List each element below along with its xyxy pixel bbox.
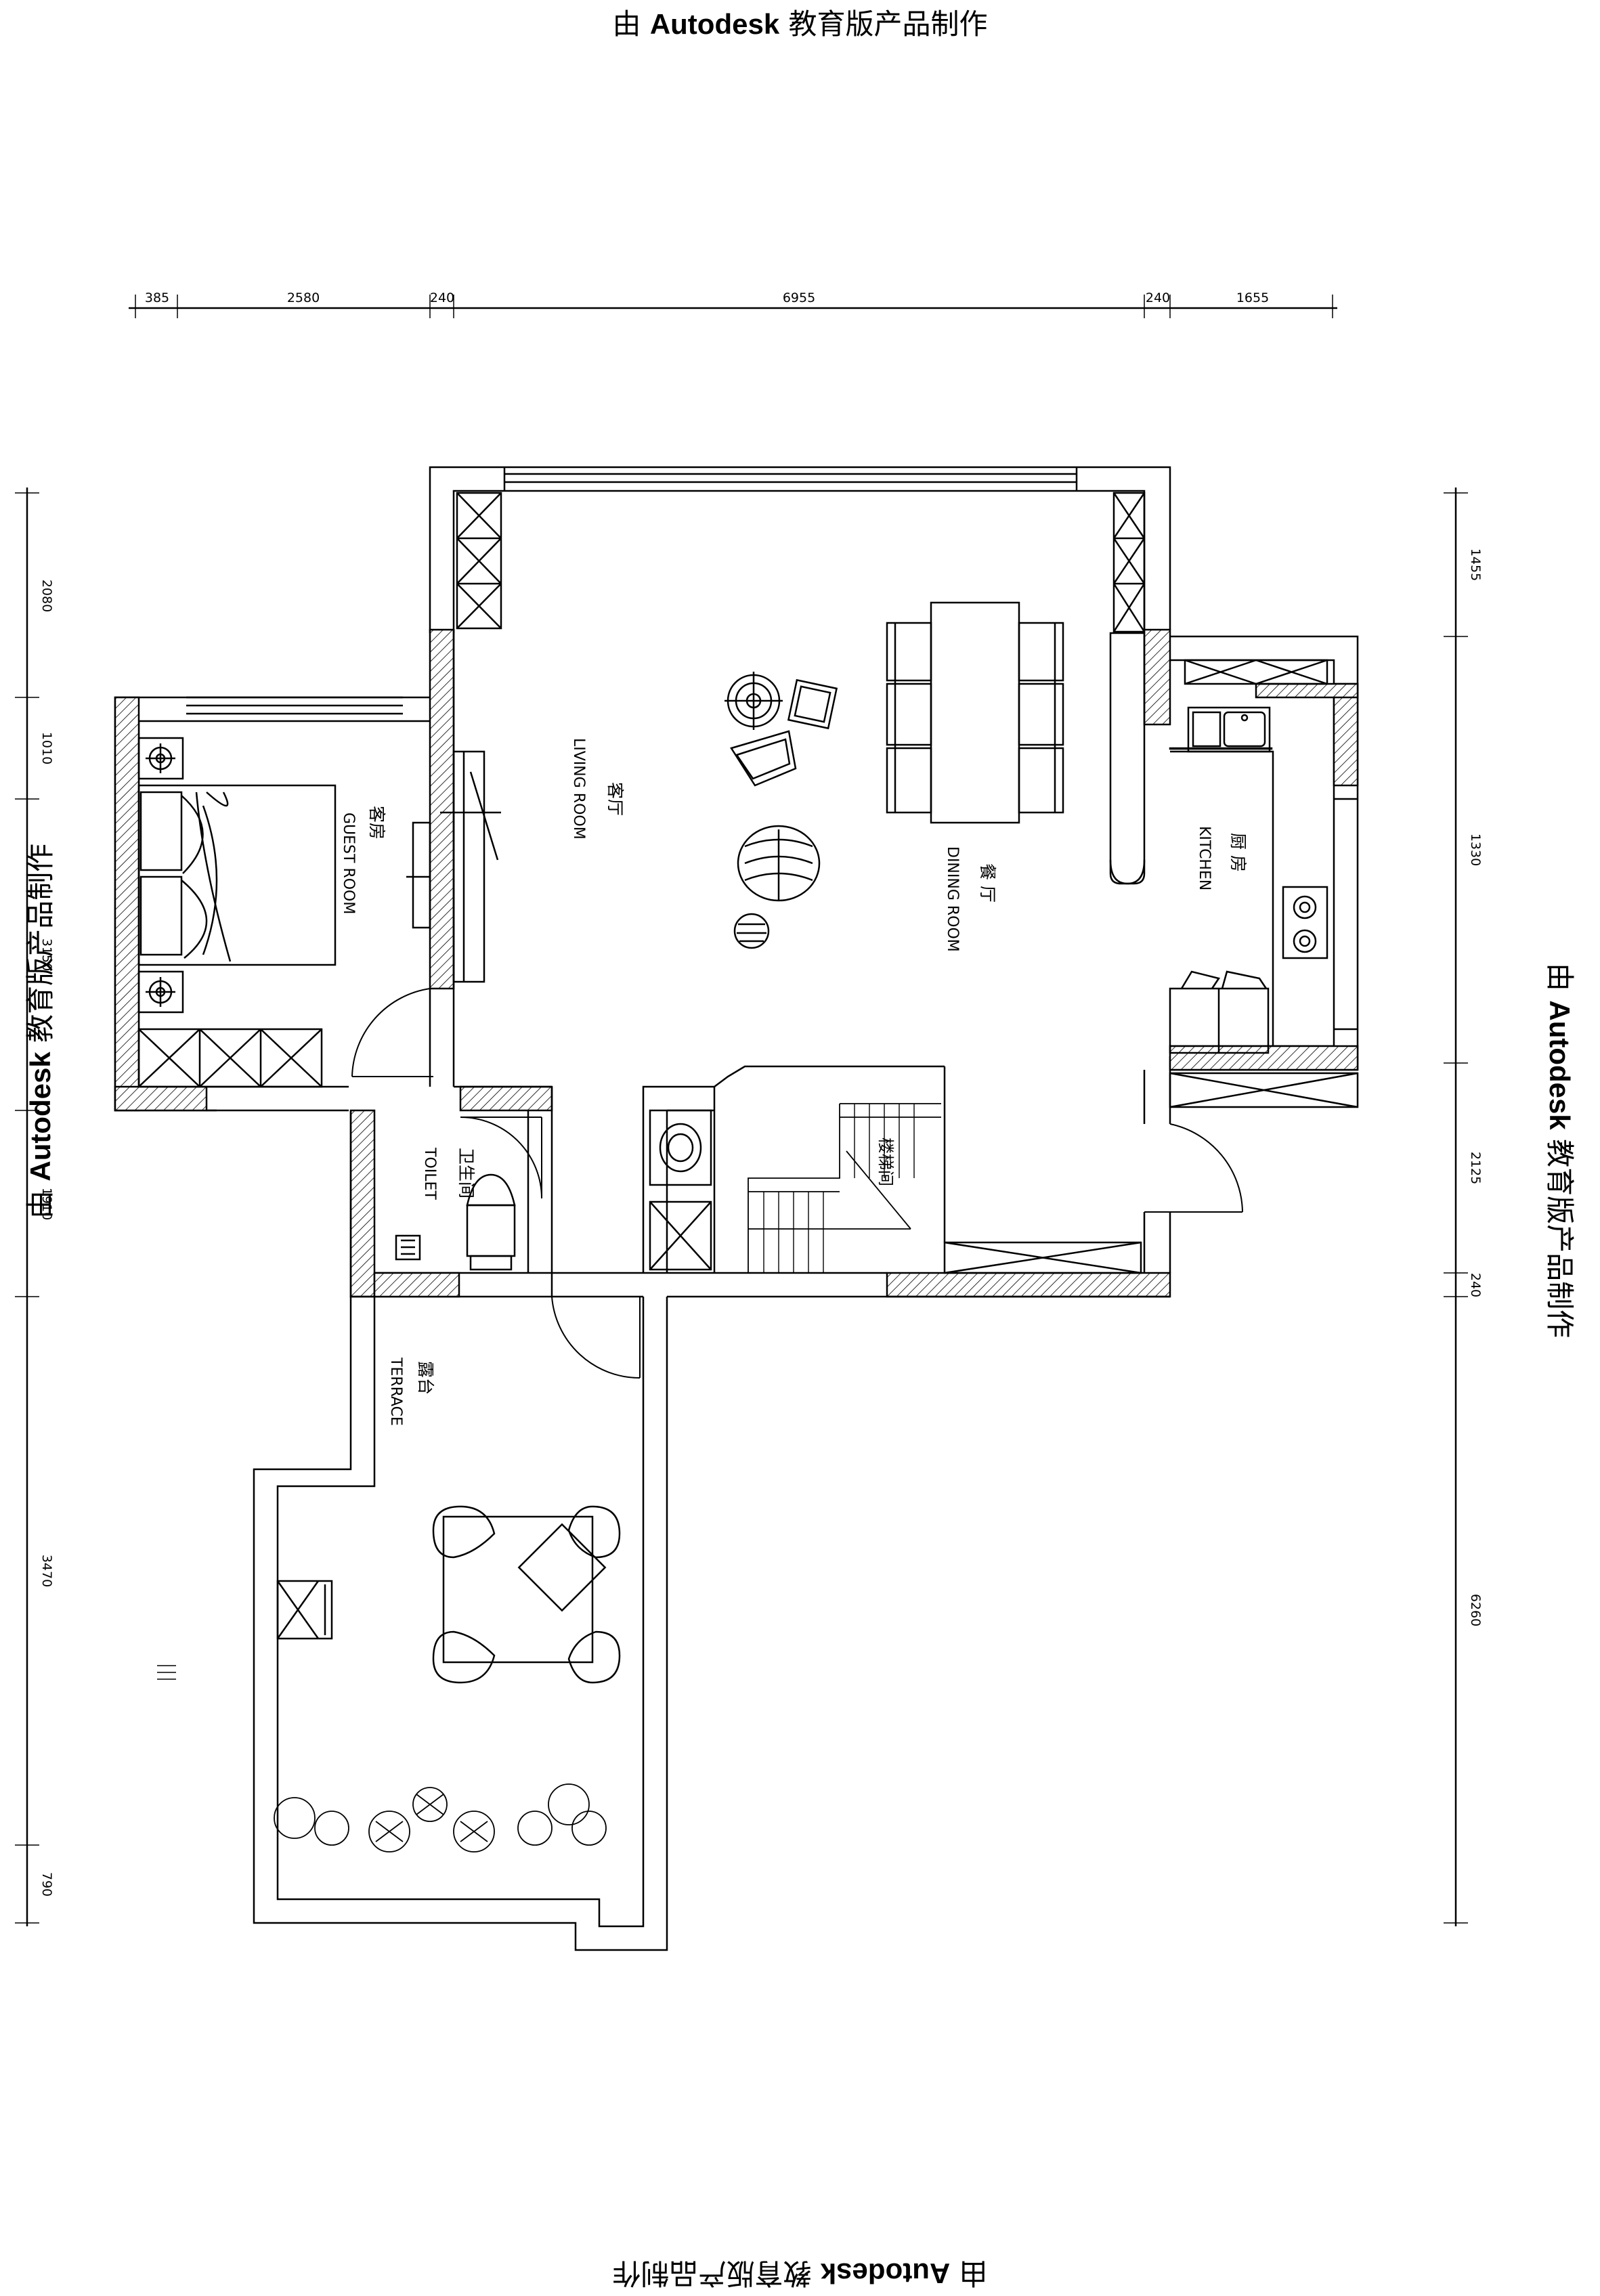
terrace-planters bbox=[274, 1783, 607, 1853]
terrace-cn: 露台 bbox=[416, 1361, 435, 1395]
dim-left-4: 1910 bbox=[39, 1188, 54, 1220]
room-labels: 客房 GUEST ROOM 客厅 LIVING ROOM 餐 厅 DINING … bbox=[340, 738, 1248, 1426]
toilet-door bbox=[460, 1117, 542, 1199]
dim-right-3: 2125 bbox=[1468, 1152, 1483, 1184]
terrace-table bbox=[432, 1505, 621, 1684]
living-room-en: LIVING ROOM bbox=[570, 738, 587, 840]
guest-wardrobe bbox=[137, 1028, 323, 1088]
kitchen-en: KITCHEN bbox=[1196, 826, 1213, 890]
dim-right-1: 1455 bbox=[1468, 548, 1483, 581]
dim-right-2: 1330 bbox=[1468, 833, 1483, 866]
side-table bbox=[787, 678, 838, 730]
kitchen-cn: 厨 房 bbox=[1228, 833, 1248, 872]
armchair bbox=[730, 730, 797, 787]
dim-left-5: 3470 bbox=[39, 1555, 54, 1587]
terrace-vent bbox=[157, 1665, 176, 1680]
stair-cn: 楼梯间 bbox=[876, 1138, 895, 1186]
guest-bed bbox=[137, 784, 337, 966]
dim-top-4: 6955 bbox=[783, 290, 815, 305]
dimension-right: 1455 1330 2125 240 6260 bbox=[1444, 488, 1483, 1926]
toilet-en: TOILET bbox=[421, 1147, 438, 1200]
dining-cabinet-top bbox=[1112, 492, 1146, 633]
guest-door bbox=[351, 988, 433, 1077]
washer bbox=[649, 1200, 712, 1271]
toilet-cn: 卫生间 bbox=[456, 1148, 476, 1198]
fridge bbox=[1169, 970, 1270, 1054]
floor-drain bbox=[395, 1234, 421, 1261]
kitchen-stove bbox=[1282, 886, 1328, 959]
terrace-cabinet bbox=[276, 1580, 333, 1640]
dim-left-1: 2080 bbox=[39, 580, 54, 612]
dim-left-3: 3150 bbox=[39, 938, 54, 971]
guest-room-en: GUEST ROOM bbox=[340, 813, 357, 914]
nightstand-top bbox=[137, 737, 184, 780]
dimension-top: 385 2580 240 6955 240 1655 bbox=[129, 290, 1337, 318]
dim-top-2: 2580 bbox=[287, 290, 320, 305]
ottoman bbox=[733, 913, 770, 949]
toilet-bowl bbox=[466, 1173, 516, 1271]
tv-wall-unit bbox=[440, 750, 501, 983]
kitchen-cabinet-bottom bbox=[1169, 1072, 1359, 1108]
lounge-chair bbox=[737, 825, 821, 902]
watermark-top: 由 Autodesk 教育版产品制作 bbox=[612, 7, 988, 41]
kitchen-sink bbox=[1187, 706, 1271, 753]
dim-right-4: 240 bbox=[1468, 1273, 1483, 1297]
guest-room-cn: 客房 bbox=[367, 806, 387, 840]
walls bbox=[114, 466, 1359, 1951]
dimension-left: 2080 1010 3150 1910 3470 790 bbox=[15, 488, 54, 1926]
wash-basin bbox=[649, 1109, 712, 1186]
dining-room-cn: 餐 厅 bbox=[978, 863, 997, 903]
dining-table bbox=[886, 601, 1064, 824]
living-room-cn: 客厅 bbox=[605, 782, 625, 816]
dim-left-2: 1010 bbox=[39, 732, 54, 764]
kitchen-counter bbox=[1109, 632, 1274, 1046]
terrace-en: TERRACE bbox=[387, 1357, 404, 1426]
kitchen-door bbox=[1144, 1123, 1243, 1213]
dim-top-3: 240 bbox=[430, 290, 454, 305]
dim-top-5: 240 bbox=[1146, 290, 1170, 305]
dim-top-6: 1655 bbox=[1236, 290, 1269, 305]
staircase bbox=[748, 1103, 941, 1273]
dim-top-1: 385 bbox=[145, 290, 169, 305]
stair-cabinet bbox=[943, 1241, 1142, 1274]
dim-right-5: 6260 bbox=[1468, 1594, 1483, 1626]
nightstand-bottom bbox=[137, 970, 184, 1014]
living-cabinet-top bbox=[456, 492, 502, 630]
coffee-table bbox=[725, 672, 783, 730]
dim-left-6: 790 bbox=[39, 1872, 54, 1897]
dining-room-en: DINING ROOM bbox=[944, 846, 961, 952]
guest-tv bbox=[406, 821, 431, 929]
terrace-door bbox=[551, 1296, 641, 1379]
kitchen-cabinet-top bbox=[1184, 659, 1328, 685]
